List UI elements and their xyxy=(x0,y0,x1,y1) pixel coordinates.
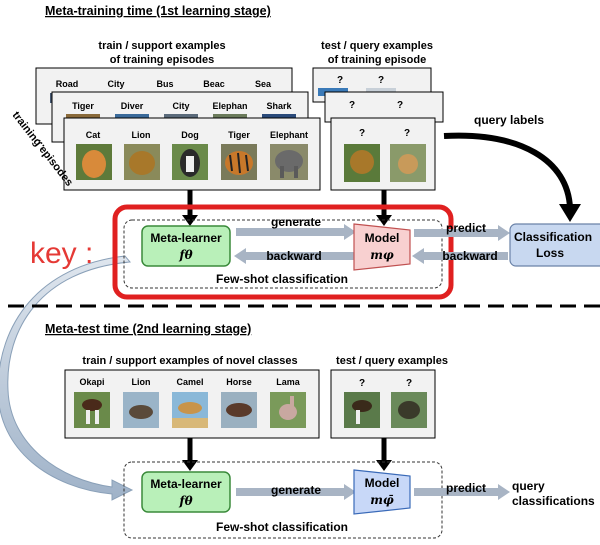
model-symbol-test: mφ̄ xyxy=(370,493,394,507)
query-card-front: ? ? xyxy=(330,117,436,191)
card-label: Lion xyxy=(132,130,151,140)
card-label: Camel xyxy=(176,377,203,387)
fewshot-label-train: Few-shot classification xyxy=(216,272,348,286)
query-header-line1: test / query examples xyxy=(321,40,433,52)
generate-arrow-test xyxy=(236,484,356,500)
backward-label-loss: backward xyxy=(442,249,497,263)
test-query-down-arrow xyxy=(376,438,392,471)
lion-photo xyxy=(124,144,160,180)
test-support-down-arrow xyxy=(182,438,198,471)
model-label-test: Model xyxy=(365,476,400,490)
support-header-line2: of training episodes xyxy=(110,54,215,66)
key-label: key : xyxy=(30,237,93,270)
query-mark: ? xyxy=(404,128,410,139)
meta-learner-box-test xyxy=(141,471,231,513)
okapi-query-photo xyxy=(344,392,380,428)
backward-arrow-loss xyxy=(412,248,508,264)
meta-learner-box-train xyxy=(141,225,231,267)
query-labels-arrowhead xyxy=(559,204,581,222)
card-label: Diver xyxy=(121,101,144,111)
query-labels-arrow xyxy=(443,132,573,209)
backward-arrow-train xyxy=(234,248,354,264)
lion-query-novel-photo xyxy=(391,392,427,428)
test-support-header: train / support examples of novel classe… xyxy=(82,355,297,367)
meta-learner-symbol-test: fθ xyxy=(178,494,192,508)
classification-loss-box xyxy=(509,223,600,267)
query-mark: ? xyxy=(359,378,365,389)
predict-arrow-test xyxy=(414,484,510,500)
card-label: Bus xyxy=(156,79,173,89)
card-label: Lion xyxy=(132,377,151,387)
meta-learner-label-test: Meta-learner xyxy=(150,477,222,491)
generate-label-train: generate xyxy=(271,215,321,229)
model-box-train xyxy=(353,223,411,271)
card-label: Cat xyxy=(86,130,101,140)
card-label: Lama xyxy=(276,377,301,387)
meta-test-title: Meta-test time (2nd learning stage) xyxy=(45,322,251,336)
lion-query-photo xyxy=(344,144,380,182)
query-mark: ? xyxy=(349,100,355,111)
generate-label-test: generate xyxy=(271,483,321,497)
query-mark: ? xyxy=(359,128,365,139)
card-label: Shark xyxy=(266,101,292,111)
predict-arrow-train xyxy=(414,225,510,241)
cat-photo xyxy=(76,144,112,180)
fewshot-label-test: Few-shot classification xyxy=(216,520,348,534)
predict-label-test: predict xyxy=(446,481,486,495)
card-label: Beac xyxy=(203,79,225,89)
dog-photo xyxy=(172,144,208,180)
camel-photo xyxy=(172,392,208,428)
meta-learner-label: Meta-learner xyxy=(150,231,222,245)
lama-photo xyxy=(270,392,306,428)
model-symbol-train: mφ xyxy=(370,248,394,262)
result-label-line2: classifications xyxy=(512,494,595,508)
backward-label-train: backward xyxy=(266,249,321,263)
query-mark: ? xyxy=(397,100,403,111)
okapi-photo xyxy=(74,392,110,428)
model-box-test xyxy=(353,469,411,515)
test-query-header: test / query examples xyxy=(336,355,448,367)
meta-learner-symbol: fθ xyxy=(178,248,192,262)
card-label: Sea xyxy=(255,79,272,89)
horse-photo xyxy=(221,392,257,428)
query-mark: ? xyxy=(378,75,384,86)
card-label: City xyxy=(172,101,189,111)
fewshot-box-test xyxy=(123,461,443,539)
loss-label-line2: Loss xyxy=(536,246,564,260)
test-support-card: Okapi Lion Camel Horse Lama xyxy=(64,369,320,439)
card-label: Tiger xyxy=(72,101,94,111)
card-label: Horse xyxy=(226,377,252,387)
card-label: Elephan xyxy=(212,101,247,111)
query-labels-text: query labels xyxy=(474,113,544,127)
result-label-line1: query xyxy=(512,479,545,493)
query-mark: ? xyxy=(337,75,343,86)
query-card-middle: ? ? xyxy=(324,91,444,123)
card-label: Road xyxy=(56,79,79,89)
loss-label-line1: Classification xyxy=(514,230,592,244)
card-label: Dog xyxy=(181,130,199,140)
generate-arrow-train xyxy=(236,224,356,240)
support-card-front: Cat Lion Dog Tiger Elephant xyxy=(63,117,321,191)
meta-training-title: Meta-training time (1st learning stage) xyxy=(45,4,271,18)
meta-learner-transfer-arrow xyxy=(0,255,134,501)
lion-novel-photo xyxy=(123,392,159,428)
card-label: Okapi xyxy=(79,377,104,387)
query-header-line2: of training episode xyxy=(328,54,426,66)
card-label: City xyxy=(107,79,124,89)
model-label-train: Model xyxy=(365,231,400,245)
predict-label-train: predict xyxy=(446,221,486,235)
dog-query-photo xyxy=(390,144,426,182)
card-label: Elephant xyxy=(270,130,308,140)
elephant-photo xyxy=(270,144,308,180)
tiger-photo xyxy=(221,144,257,180)
test-query-card: ? ? xyxy=(330,369,436,439)
card-label: Tiger xyxy=(228,130,250,140)
query-mark: ? xyxy=(406,378,412,389)
support-header-line1: train / support examples xyxy=(98,40,225,52)
